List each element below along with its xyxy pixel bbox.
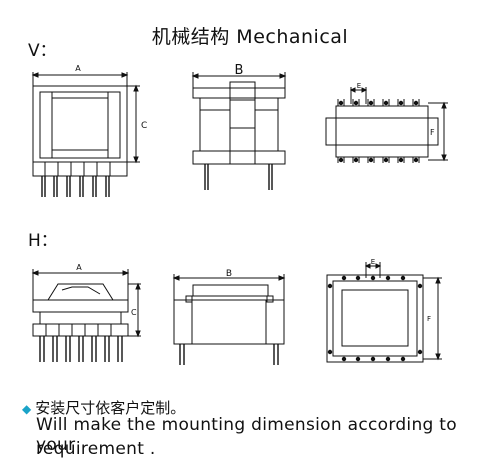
note-cn: ◆安装尺寸依客户定制。 — [22, 397, 185, 418]
h-side-view: B — [172, 269, 286, 365]
v-dim-b-label: B — [235, 63, 244, 78]
v-front-view: A C — [31, 64, 147, 197]
h-dim-e-label: E — [371, 258, 375, 266]
v-dim-f-label: F — [430, 128, 435, 137]
vertical-section-label: V： — [28, 41, 57, 61]
v-dim-a-label: A — [75, 64, 81, 73]
h-bottom-view: E F — [326, 258, 442, 363]
h-pin-dots — [327, 275, 423, 362]
h-dim-b-label: B — [226, 269, 232, 279]
note-cn-text: 安装尺寸依客户定制。 — [35, 399, 186, 417]
page-title: 机械结构 Mechanical — [151, 26, 349, 48]
horizontal-section-label: H： — [28, 231, 58, 251]
v-dim-e-label: E — [357, 82, 361, 90]
v-bottom-view: E F — [325, 82, 448, 163]
v-pin-dots — [338, 100, 419, 163]
h-front-view: A C — [31, 263, 141, 362]
diamond-bullet-icon: ◆ — [22, 402, 32, 416]
h-dim-c-label: C — [131, 308, 137, 317]
v-side-view: B — [191, 63, 287, 190]
v-dim-c-label: C — [141, 121, 147, 131]
note-en-line2: requirement . — [36, 439, 156, 459]
note-en-line1: Will make the mounting dimension accordi… — [36, 415, 457, 455]
h-dim-a-label: A — [76, 263, 82, 272]
h-dim-f-label: F — [427, 315, 431, 323]
